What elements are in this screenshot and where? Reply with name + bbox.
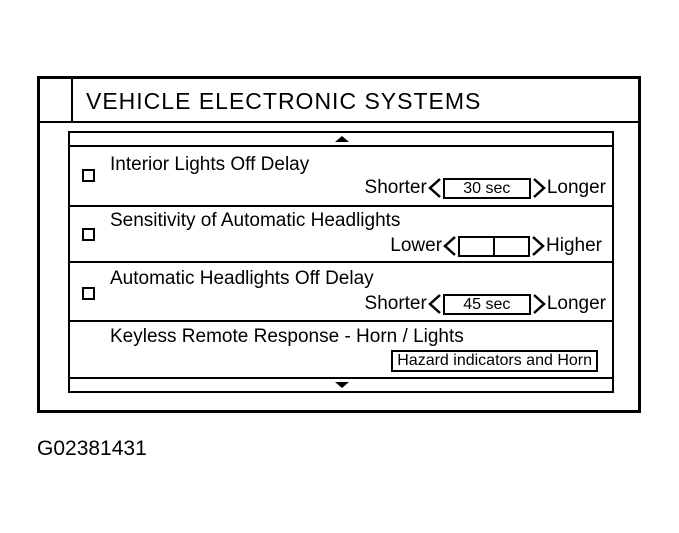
triangle-down-icon (335, 382, 349, 388)
chevron-right-icon[interactable] (531, 178, 547, 198)
scroll-down-button[interactable] (70, 377, 612, 391)
settings-list: Interior Lights Off Delay Shorter 30 sec… (68, 131, 614, 393)
value-control: Shorter 30 sec Longer (365, 177, 606, 199)
value-box: 45 sec (442, 293, 531, 315)
checkbox[interactable] (82, 228, 95, 241)
screen-title: VEHICLE ELECTRONIC SYSTEMS (86, 88, 482, 114)
right-label: Longer (546, 293, 606, 314)
triangle-up-icon (335, 136, 349, 142)
setting-row-keyless-remote-response[interactable]: Keyless Remote Response - Horn / Lights … (70, 322, 612, 377)
title-left-cell (40, 79, 73, 121)
chevron-left-icon[interactable] (442, 236, 458, 256)
left-label: Shorter (364, 177, 427, 198)
chevron-left-icon[interactable] (427, 294, 443, 314)
sensitivity-segment (458, 235, 496, 257)
figure-id: G02381431 (37, 437, 147, 460)
value-box[interactable]: Hazard indicators and Horn (391, 350, 598, 372)
chevron-right-icon[interactable] (531, 294, 547, 314)
setting-row-automatic-headlights-off-delay[interactable]: Automatic Headlights Off Delay Shorter 4… (70, 263, 612, 322)
setting-row-interior-lights-off-delay[interactable]: Interior Lights Off Delay Shorter 30 sec… (70, 147, 612, 207)
chevron-right-icon[interactable] (530, 236, 546, 256)
value-box: 30 sec (442, 177, 531, 199)
title-bar: VEHICLE ELECTRONIC SYSTEMS (40, 79, 638, 123)
left-label: Shorter (364, 293, 427, 314)
value-control: Shorter 45 sec Longer (365, 293, 606, 315)
setting-row-sensitivity-automatic-headlights[interactable]: Sensitivity of Automatic Headlights Lowe… (70, 207, 612, 263)
checkbox[interactable] (82, 169, 95, 182)
setting-label: Automatic Headlights Off Delay (110, 268, 374, 289)
setting-label: Keyless Remote Response - Horn / Lights (110, 326, 464, 347)
setting-label: Interior Lights Off Delay (110, 154, 310, 175)
setting-label: Sensitivity of Automatic Headlights (110, 210, 401, 231)
value-control: Lower Higher (390, 235, 602, 257)
sensitivity-segment (493, 235, 531, 257)
scroll-up-button[interactable] (70, 133, 612, 147)
right-label: Longer (546, 177, 606, 198)
vehicle-electronic-systems-screen: VEHICLE ELECTRONIC SYSTEMS Interior Ligh… (37, 76, 641, 413)
left-label: Lower (390, 235, 443, 256)
checkbox[interactable] (82, 287, 95, 300)
right-label: Higher (546, 235, 602, 256)
chevron-left-icon[interactable] (427, 178, 443, 198)
